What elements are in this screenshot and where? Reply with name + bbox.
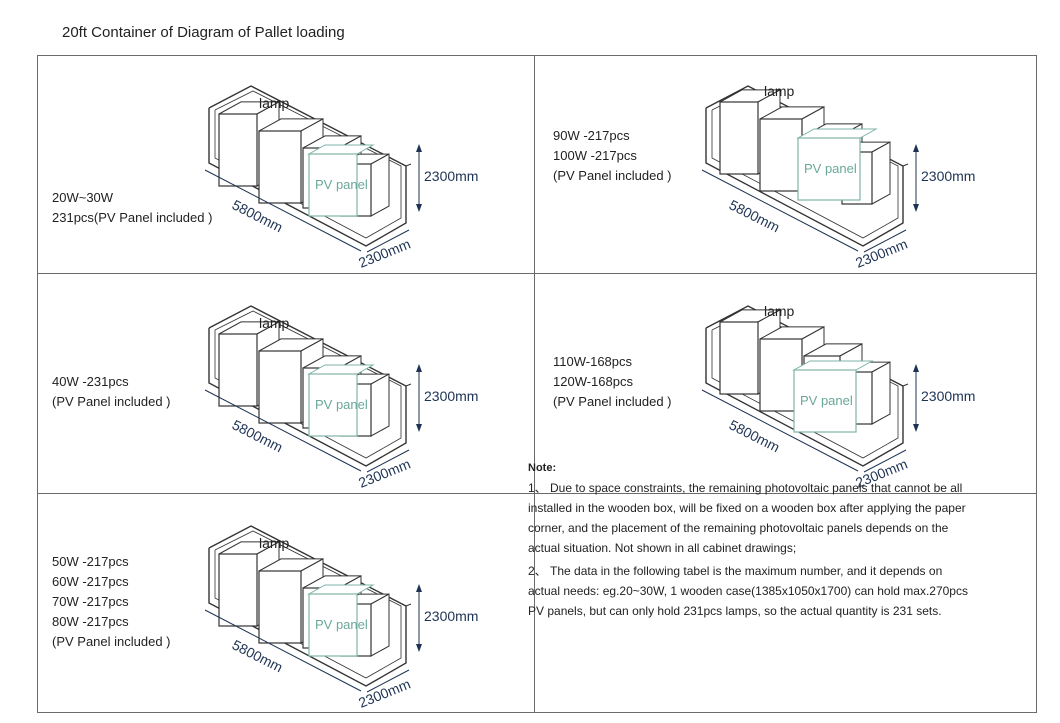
cell-label-90w-100w: 90W -217pcs 100W -217pcs (PV Panel inclu… xyxy=(553,126,672,186)
height-arrow-bottom xyxy=(416,424,422,432)
container-edge xyxy=(902,163,909,167)
height-arrow-bottom xyxy=(416,204,422,212)
note-heading: Note: xyxy=(528,462,557,474)
label-line: 40W -231pcs xyxy=(52,374,129,389)
label-line: 70W -217pcs xyxy=(52,594,129,609)
height-arrow-bottom xyxy=(416,644,422,652)
pv-panel-label: PV panel xyxy=(315,397,368,412)
height-arrow-bottom xyxy=(913,204,919,212)
lamp-label: lamp xyxy=(259,315,290,331)
row-divider xyxy=(38,493,1036,494)
pv-panel-box xyxy=(792,360,874,433)
page-title: 20ft Container of Diagram of Pallet load… xyxy=(62,24,345,41)
note-item-1: 1、 Due to space constraints, the remaini… xyxy=(528,481,966,555)
note-block: Note: 1、 Due to space constraints, the r… xyxy=(528,458,968,624)
height-arrow-top xyxy=(416,364,422,372)
label-line: 60W -217pcs xyxy=(52,574,129,589)
length-dimension-line xyxy=(204,169,362,252)
cell-label-50w-80w: 50W -217pcs 60W -217pcs 70W -217pcs 80W … xyxy=(52,552,171,652)
container-outline xyxy=(208,305,407,467)
pv-panel-box xyxy=(307,364,375,437)
container-inner-outline xyxy=(214,90,402,239)
pv-panel-label: PV panel xyxy=(315,617,368,632)
label-line: 120W-168pcs xyxy=(553,374,633,389)
label-line: 50W -217pcs xyxy=(52,554,129,569)
container-diagram: PV panel lamp 2300mm 5800mm 2300mm xyxy=(698,68,998,283)
label-line: (PV Panel included ) xyxy=(553,168,672,183)
width-dimension-line xyxy=(366,449,410,473)
height-dimension-label: 2300mm xyxy=(424,388,478,404)
lamp-label: lamp xyxy=(764,83,795,99)
height-dimension-label: 2300mm xyxy=(921,388,975,404)
pv-panel-label: PV panel xyxy=(800,393,853,408)
length-dimension-label: 5800mm xyxy=(727,196,783,235)
container-edge xyxy=(405,383,412,387)
row-divider xyxy=(38,273,1036,274)
height-arrow-top xyxy=(416,584,422,592)
height-arrow-top xyxy=(913,144,919,152)
width-dimension-label: 2300mm xyxy=(853,236,909,271)
length-dimension-line xyxy=(701,389,859,472)
width-dimension-label: 2300mm xyxy=(356,456,412,491)
container-edge xyxy=(405,163,412,167)
pv-panel-box xyxy=(307,584,375,657)
container-inner-outline xyxy=(214,530,402,679)
height-arrow-bottom xyxy=(913,424,919,432)
container-outline xyxy=(208,525,407,687)
label-line: 90W -217pcs xyxy=(553,128,630,143)
label-line: (PV Panel included ) xyxy=(52,634,171,649)
container-inner-outline xyxy=(214,310,402,459)
label-line: 231pcs(PV Panel included ) xyxy=(52,210,213,225)
lamp-label: lamp xyxy=(764,303,795,319)
width-dimension-line xyxy=(366,229,410,253)
width-dimension-line xyxy=(863,229,907,253)
label-line: 80W -217pcs xyxy=(52,614,129,629)
length-dimension-line xyxy=(701,169,859,252)
width-dimension-label: 2300mm xyxy=(356,236,412,271)
container-edge xyxy=(405,603,412,607)
height-arrow-top xyxy=(416,144,422,152)
height-dimension-label: 2300mm xyxy=(921,168,975,184)
pv-panel-box xyxy=(307,144,375,217)
label-line: (PV Panel included ) xyxy=(52,394,171,409)
column-divider xyxy=(534,56,535,712)
container-outline xyxy=(208,85,407,247)
width-dimension-line xyxy=(863,449,907,473)
label-line: (PV Panel included ) xyxy=(553,394,672,409)
lamp-label: lamp xyxy=(259,535,290,551)
width-dimension-line xyxy=(366,669,410,693)
cell-label-40w: 40W -231pcs (PV Panel included ) xyxy=(52,372,171,412)
pv-panel-box xyxy=(796,128,878,201)
pv-panel-label: PV panel xyxy=(315,177,368,192)
container-svg: PV panel lamp 2300mm 5800mm 2300mm xyxy=(701,83,975,271)
diagram-table: 20W~30W 231pcs(PV Panel included ) PV pa… xyxy=(37,55,1037,713)
length-dimension-line xyxy=(204,609,362,692)
note-item-2: 2、 The data in the following tabel is th… xyxy=(528,564,968,618)
width-dimension-label: 2300mm xyxy=(356,676,412,711)
container-outline xyxy=(705,85,904,247)
cell-label-110w-120w: 110W-168pcs 120W-168pcs (PV Panel includ… xyxy=(553,352,672,412)
label-line: 110W-168pcs xyxy=(553,354,633,369)
cell-label-20w-30w: 20W~30W 231pcs(PV Panel included ) xyxy=(52,188,212,228)
pv-panel-label: PV panel xyxy=(804,161,857,176)
label-line: 100W -217pcs xyxy=(553,148,637,163)
lamp-label: lamp xyxy=(259,95,290,111)
label-line: 20W~30W xyxy=(52,190,114,205)
length-dimension-label: 5800mm xyxy=(727,416,783,455)
height-dimension-label: 2300mm xyxy=(424,168,478,184)
length-dimension-line xyxy=(204,389,362,472)
container-edge xyxy=(902,383,909,387)
height-dimension-label: 2300mm xyxy=(424,608,478,624)
container-outline xyxy=(705,305,904,467)
height-arrow-top xyxy=(913,364,919,372)
